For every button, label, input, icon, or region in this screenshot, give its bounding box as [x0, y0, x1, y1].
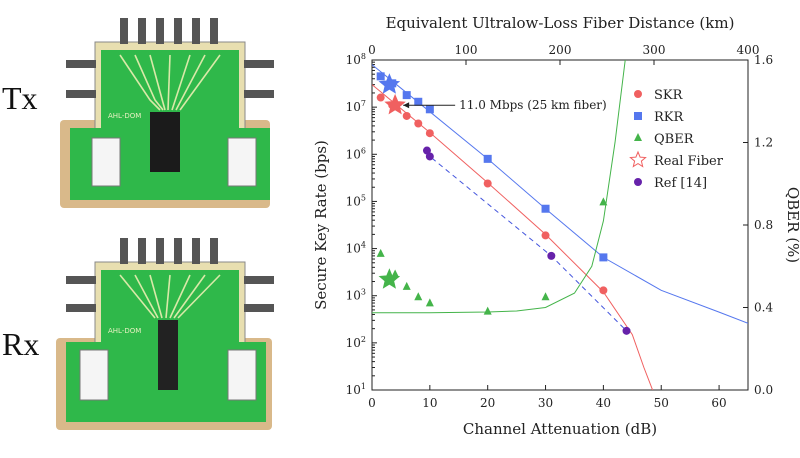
rkr-point [599, 253, 608, 262]
top-x-tick-label: 400 [737, 43, 760, 57]
rx-chip-label: AHL-DOM [108, 327, 141, 335]
x-tick-label: 0 [368, 396, 376, 410]
legend-qber-marker [634, 133, 642, 141]
rkr-point [402, 91, 411, 100]
annotation-text: 11.0 Mbps (25 km fiber) [459, 98, 607, 112]
x-tick-label: 20 [480, 396, 495, 410]
tx-board: AHL-DOM [60, 18, 274, 208]
rx-label: Rx [2, 326, 40, 362]
skr-point [483, 179, 492, 188]
top-x-tick-label: 100 [455, 43, 478, 57]
legend-skr-label: SKR [654, 88, 684, 103]
skr-point [376, 93, 385, 102]
y-axis-title: Secure Key Rate (bps) [312, 140, 330, 310]
qber-point [541, 292, 550, 301]
ref-14--point [622, 326, 631, 335]
y-tick-label: 102 [346, 335, 366, 350]
rkr-point [414, 97, 423, 106]
legend-qber-label: QBER [654, 132, 695, 147]
rkr-point [541, 204, 550, 213]
x-axis-title: Channel Attenuation (dB) [463, 420, 657, 438]
qber-point [414, 292, 423, 301]
y2-tick-label: 1.2 [754, 136, 773, 150]
skr-fit-line [372, 84, 654, 390]
qber-point [376, 248, 385, 257]
pcb-illustration: AHL-DOM AHL-DOM [56, 18, 274, 430]
real-fiber-point [384, 93, 406, 115]
x-tick-label: 30 [538, 396, 553, 410]
legend-real-fiber-label: Real Fiber [654, 154, 724, 169]
top-x-tick-label: 300 [643, 43, 666, 57]
rkr-point [376, 72, 385, 81]
rkr-point [425, 105, 434, 114]
skr-point [425, 129, 434, 138]
skr-point [599, 286, 608, 295]
real-fiber-point [378, 73, 401, 94]
qber-point [483, 306, 492, 315]
rx-board: AHL-DOM [56, 238, 274, 430]
x-tick-label: 10 [422, 396, 437, 410]
tx-label: Tx [2, 80, 38, 116]
y-tick-label: 103 [346, 288, 366, 303]
y2-tick-label: 0.4 [754, 301, 773, 315]
x-tick-label: 40 [596, 396, 611, 410]
legend-rkr-marker [634, 112, 642, 120]
tx-chip-label: AHL-DOM [108, 112, 141, 120]
qber-point [425, 298, 434, 307]
rkr-point [483, 154, 492, 163]
skr-point [402, 111, 411, 120]
y2-tick-label: 0.8 [754, 218, 773, 232]
x-tick-label: 50 [654, 396, 669, 410]
ref-14--point [425, 152, 434, 161]
top-x-tick-label: 200 [549, 43, 572, 57]
skr-chart: 0 10 20 30 40 50 60 0 100 200 300 400 101 102 103 104 10… [312, 14, 800, 438]
y2-tick-label: 1.6 [754, 53, 773, 67]
legend-real-fiber-marker [629, 150, 647, 168]
legend-ref-14--label: Ref [14] [654, 176, 707, 191]
legend-rkr-label: RKR [654, 110, 685, 125]
y-tick-label: 104 [346, 241, 366, 256]
annotation-arrowhead [403, 102, 410, 109]
x-tick-label: 60 [711, 396, 726, 410]
skr-point [414, 119, 423, 128]
y2-axis-title: QBER (%) [784, 187, 800, 263]
ref-14-dashed-line [426, 150, 627, 332]
y-tick-label: 108 [346, 52, 366, 67]
qber-fit-line [372, 60, 626, 314]
real-fiber-point [378, 268, 401, 289]
ref-14--point [547, 251, 556, 260]
y-tick-label: 105 [346, 193, 366, 208]
y-tick-label: 101 [346, 382, 366, 397]
qber-point [599, 197, 608, 206]
rkr-fit-line [372, 64, 748, 324]
device-photos: AHL-DOM AHL-DOM [0, 0, 300, 454]
skr-point [541, 231, 550, 240]
y-tick-label: 106 [346, 146, 366, 161]
y-tick-label: 107 [346, 99, 366, 114]
legend-ref-14--marker [634, 178, 642, 186]
legend-skr-marker [634, 90, 642, 98]
y2-tick-label: 0.0 [754, 383, 773, 397]
top-x-axis-title: Equivalent Ultralow-Loss Fiber Distance … [386, 14, 735, 32]
qber-point [402, 281, 411, 290]
top-x-tick-label: 0 [368, 43, 376, 57]
